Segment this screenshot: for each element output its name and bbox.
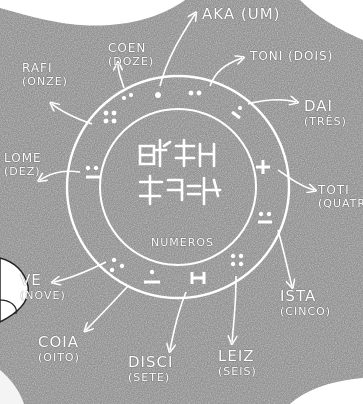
- label-disci-name: DISCI: [128, 353, 174, 371]
- label-leiz-name: LEIZ: [218, 347, 255, 365]
- label-lome-name: LOME: [4, 151, 42, 165]
- digit-glyphs: [85, 90, 272, 284]
- glyph-10: [85, 165, 100, 179]
- label-lome: LOME (DEZ): [4, 151, 42, 179]
- glyph-6: [230, 253, 244, 267]
- label-dai: DAI (TRÊS): [304, 98, 347, 130]
- glyph-1: [155, 92, 161, 98]
- arrow-12: [118, 64, 125, 89]
- number-wheel: [65, 74, 291, 300]
- center-label-numeros: NUMEROS: [151, 236, 215, 249]
- arrow-2: [209, 58, 242, 87]
- label-ve-name: VE: [20, 271, 42, 289]
- glyph-3: [231, 106, 242, 120]
- character-finger: [0, 299, 17, 315]
- arrow-5: [277, 229, 292, 286]
- label-aka-translation: (UM): [240, 5, 281, 23]
- label-dai-name: DAI: [304, 97, 333, 115]
- glyph-5: [258, 211, 272, 224]
- label-lome-translation: (DEZ): [4, 165, 41, 178]
- arrow-1: [159, 14, 195, 87]
- label-aka-name: AKA: [202, 5, 236, 23]
- label-coen: COEN (DOZE): [108, 41, 155, 69]
- label-rafi: RAFI (ONZE): [22, 61, 68, 89]
- arrow-4: [277, 169, 314, 190]
- glyph-9: [109, 257, 125, 273]
- label-ve: VE (NOVE): [20, 272, 66, 304]
- paper-bottom-left: [0, 370, 24, 404]
- glyph-7: [190, 272, 206, 284]
- glyph-11: [103, 110, 117, 124]
- glyph-12: [122, 93, 133, 100]
- glyph-2: [188, 90, 202, 96]
- paper-bottom-right: [290, 378, 363, 404]
- label-toti: TOTI (QUATRO): [318, 183, 363, 211]
- label-coia-translation: (OITO): [38, 351, 80, 364]
- label-toti-translation: (QUATRO): [318, 197, 363, 210]
- label-coia: COIA (OITO): [38, 334, 80, 366]
- label-toni-name: TONI: [250, 49, 284, 63]
- label-ista: ISTA (CINCO): [280, 288, 331, 320]
- label-coia-name: COIA: [38, 333, 79, 351]
- paper-top-right: [300, 0, 363, 40]
- arrow-9: [54, 261, 107, 282]
- label-ista-translation: (CINCO): [280, 305, 332, 318]
- label-disci: DISCI (SETE): [128, 354, 173, 386]
- label-coen-name: COEN: [108, 41, 147, 55]
- inner-ring: [99, 108, 257, 266]
- glyph-4: [256, 160, 270, 174]
- label-ve-translation: (NOVE): [20, 289, 66, 302]
- label-rafi-name: RAFI: [22, 61, 53, 75]
- arrow-11: [52, 104, 93, 125]
- arrow-6: [232, 275, 236, 342]
- label-coen-translation: (DOZE): [108, 55, 155, 68]
- central-calligraphy: [138, 138, 222, 206]
- paper-top-left: [0, 0, 185, 26]
- arrows: [40, 14, 314, 350]
- label-rafi-translation: (ONZE): [22, 75, 68, 88]
- label-leiz-translation: (SEIS): [218, 365, 257, 378]
- label-dai-translation: (TRÊS): [304, 115, 347, 128]
- label-ista-name: ISTA: [280, 287, 317, 305]
- label-leiz: LEIZ (SEIS): [218, 348, 257, 380]
- label-toni-translation: (DOIS): [288, 49, 334, 63]
- character-arm: [0, 257, 29, 323]
- glyph-8: [144, 269, 160, 284]
- arrow-8: [86, 285, 129, 330]
- label-toni: TONI (DOIS): [250, 50, 333, 63]
- outer-ring: [65, 74, 291, 300]
- arrow-7: [170, 291, 187, 350]
- label-toti-name: TOTI: [318, 183, 350, 197]
- label-aka: AKA (UM): [202, 6, 281, 22]
- label-disci-translation: (SETE): [128, 371, 171, 384]
- arrow-3: [247, 100, 296, 104]
- arrow-10: [40, 170, 81, 180]
